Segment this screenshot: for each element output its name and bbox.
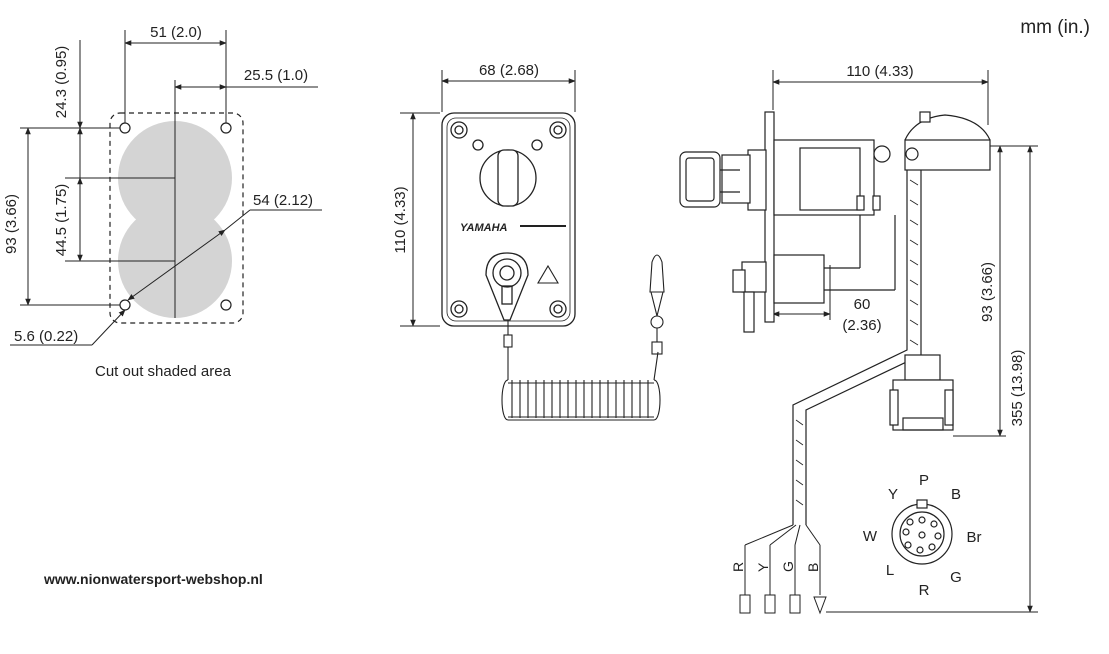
side-total-length-label: 355 (13.98) — [1009, 350, 1026, 427]
mount-hole — [220, 299, 232, 311]
harness-connector — [889, 354, 954, 431]
wire-harness — [792, 170, 922, 525]
mount-hole — [119, 299, 131, 311]
ignition-knob — [479, 149, 537, 207]
ignition-key — [679, 151, 740, 208]
wire-terminal — [813, 596, 827, 615]
cutout-half-width-label: 25.5 (1.0) — [244, 67, 308, 84]
cutout-diameter-label: 54 (2.12) — [253, 192, 313, 209]
panel-screw — [450, 300, 468, 318]
panel-width-label: 68 (2.68) — [479, 62, 539, 79]
wire-label: G — [780, 561, 796, 572]
pin-connector-face — [891, 499, 953, 565]
panel-logo: YAMAHA — [460, 222, 508, 234]
wire-terminal — [764, 594, 776, 614]
cutout-spacing-label: 44.5 (1.75) — [53, 184, 70, 257]
mount-hole — [220, 122, 232, 134]
cutout-height-label: 93 (3.66) — [3, 194, 20, 254]
side-switch-dim-in-label: (2.36) — [842, 317, 881, 334]
side-view — [679, 70, 1038, 615]
front-panel — [400, 70, 665, 421]
pin-label-top: P — [919, 472, 929, 489]
wire-label: B — [805, 563, 821, 572]
pin-label-left: W — [863, 528, 878, 545]
cutout-width-label: 51 (2.0) — [150, 24, 202, 41]
pin-label-bottom-right: G — [950, 569, 962, 586]
top-connector — [873, 111, 991, 171]
panel-height-label: 110 (4.33) — [392, 186, 409, 253]
website-url: www.nionwatersport-webshop.nl — [43, 571, 263, 587]
cutout-caption: Cut out shaded area — [95, 363, 232, 380]
side-switch-dim-label: 60 — [854, 296, 871, 313]
wire-terminal — [739, 594, 751, 614]
pin-label-right: Br — [967, 529, 982, 546]
cutout-top-offset-label: 24.3 (0.95) — [53, 46, 70, 119]
mount-hole — [119, 122, 131, 134]
wire-tails — [739, 524, 827, 615]
panel-screw — [549, 300, 567, 318]
wire-label: R — [730, 562, 746, 572]
side-depth-label: 110 (4.33) — [846, 63, 913, 80]
panel-screw — [549, 121, 567, 139]
cutout-template — [10, 30, 322, 346]
pin-label-bottom: R — [919, 582, 930, 599]
mounting-plate — [764, 111, 775, 323]
pin-label-top-left: Y — [888, 486, 898, 503]
stop-switch — [485, 252, 529, 321]
wire-terminal — [789, 594, 801, 614]
cutout-hole-label: 5.6 (0.22) — [14, 328, 78, 345]
pin-label-bottom-left: L — [886, 562, 894, 579]
key-switch — [721, 139, 875, 216]
wire-label: Y — [755, 562, 771, 572]
lanyard-cord — [501, 254, 665, 421]
pin-label-top-right: B — [951, 486, 961, 503]
side-harness-height-label: 93 (3.66) — [979, 262, 996, 322]
units-label: mm (in.) — [1020, 17, 1090, 38]
cutout-outline — [109, 112, 244, 324]
stop-switch-side — [732, 195, 896, 333]
warning-icon — [537, 264, 559, 284]
panel-screw — [450, 121, 468, 139]
